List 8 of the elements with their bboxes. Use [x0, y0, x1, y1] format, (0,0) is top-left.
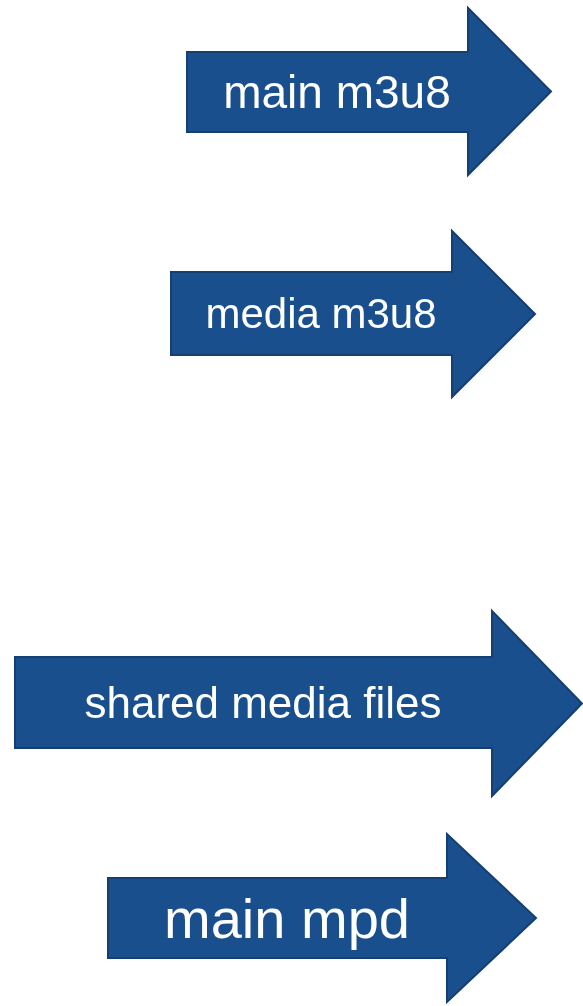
arrow-label: shared media files — [83, 676, 443, 729]
block-arrow — [186, 7, 552, 176]
arrow-label: main mpd — [163, 885, 411, 952]
block-arrow — [14, 610, 583, 797]
arrow-label: media m3u8 — [204, 288, 438, 339]
arrow-label: main m3u8 — [222, 65, 452, 120]
block-arrow — [107, 833, 537, 1003]
block-arrow — [170, 230, 536, 398]
